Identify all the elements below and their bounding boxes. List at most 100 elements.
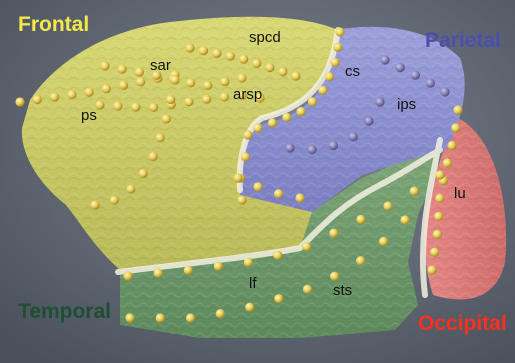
electrode-marker [303, 285, 312, 294]
electrode-marker [356, 256, 365, 265]
electrode-marker [329, 141, 338, 150]
electrode-marker [203, 81, 212, 90]
electrode-marker [131, 103, 140, 112]
electrode-marker [216, 309, 225, 318]
electrode-marker [239, 55, 248, 64]
sulcus-label-cs: cs [345, 64, 360, 79]
electrode-marker [453, 105, 462, 114]
electrode-marker [136, 77, 145, 86]
electrode-marker [237, 73, 246, 82]
electrode-marker [426, 79, 435, 88]
electrode-marker [278, 67, 287, 76]
electrode-marker [318, 86, 327, 95]
electrode-marker [364, 117, 373, 126]
sulcus-label-sts: sts [333, 283, 352, 298]
electrode-marker [214, 262, 223, 271]
electrode-marker [149, 103, 158, 112]
electrode-marker [125, 313, 134, 322]
electrode-marker [237, 195, 246, 204]
electrode-marker [268, 118, 277, 127]
electrode-marker [156, 133, 165, 142]
electrode-marker [285, 143, 294, 152]
electrode-marker [162, 114, 171, 123]
electrode-marker [331, 58, 340, 67]
sulcus-label-spcd: spcd [249, 30, 281, 45]
electrode-marker [90, 200, 99, 209]
electrode-marker [102, 84, 111, 93]
electrode-marker [443, 158, 452, 167]
electrode-marker [100, 61, 109, 70]
electrode-marker [245, 303, 254, 312]
electrode-marker [186, 313, 195, 322]
electrode-marker [233, 173, 242, 182]
electrode-marker [253, 123, 262, 132]
electrode-marker [226, 52, 235, 61]
electrode-marker [308, 145, 317, 154]
electrode-marker [252, 59, 261, 68]
electrode-marker [282, 113, 291, 122]
electrode-marker [154, 269, 163, 278]
electrode-marker [410, 187, 419, 196]
sulcus-label-lu: lu [454, 186, 466, 201]
electrode-marker [333, 43, 342, 52]
temporal-label: Temporal [18, 301, 111, 322]
electrode-marker [85, 88, 94, 97]
electrode-marker [379, 237, 388, 246]
electrode-marker [430, 248, 439, 257]
electrode-marker [241, 152, 250, 161]
electrode-marker [139, 169, 148, 178]
electrode-marker [202, 95, 211, 104]
electrode-marker [135, 68, 144, 77]
electrode-marker [119, 81, 128, 90]
sulcus-label-lf: lf [249, 276, 257, 291]
electrode-marker [308, 97, 317, 106]
electrode-marker [199, 46, 208, 55]
electrode-marker [325, 72, 334, 81]
electrode-marker [411, 71, 420, 80]
electrode-marker [123, 271, 132, 280]
electrode-marker [435, 194, 444, 203]
electrode-marker [427, 265, 436, 274]
electrode-marker [400, 215, 409, 224]
electrode-marker [184, 97, 193, 106]
electrode-marker [126, 184, 135, 193]
sulcus-label-sar: sar [150, 58, 171, 73]
electrode-marker [433, 230, 442, 239]
electrode-marker [396, 63, 405, 72]
electrode-marker [212, 49, 221, 58]
electrode-marker [295, 193, 304, 202]
electrode-marker [184, 266, 193, 275]
electrode-marker [383, 201, 392, 210]
electrode-marker [451, 123, 460, 132]
electrode-marker [156, 313, 165, 322]
electrode-marker [33, 95, 42, 104]
electrode-marker [273, 251, 282, 260]
electrode-marker [50, 93, 59, 102]
electrode-marker [375, 97, 384, 106]
electrode-marker [110, 196, 119, 205]
electrode-marker [170, 75, 179, 84]
electrode-marker [380, 55, 389, 64]
electrode-marker [435, 170, 444, 179]
electrode-marker [329, 229, 338, 238]
electrode-marker [220, 92, 229, 101]
electrode-marker [274, 189, 283, 198]
electrode-marker [15, 97, 24, 106]
parietal-label: Parietal [425, 30, 501, 51]
electrode-marker [243, 130, 252, 139]
electrode-marker [291, 71, 300, 80]
electrode-marker [186, 78, 195, 87]
frontal-label: Frontal [18, 14, 89, 35]
electrode-marker [335, 27, 344, 36]
electrode-marker [67, 90, 76, 99]
electrode-marker [265, 63, 274, 72]
electrode-marker [253, 182, 262, 191]
electrode-marker [244, 258, 253, 267]
electrode-marker [185, 43, 194, 52]
electrode-marker [297, 107, 306, 116]
electrode-marker [149, 152, 158, 161]
sulcus-label-ps: ps [81, 108, 97, 123]
sulcus-label-ips: ips [397, 97, 416, 112]
electrode-marker [274, 294, 283, 303]
